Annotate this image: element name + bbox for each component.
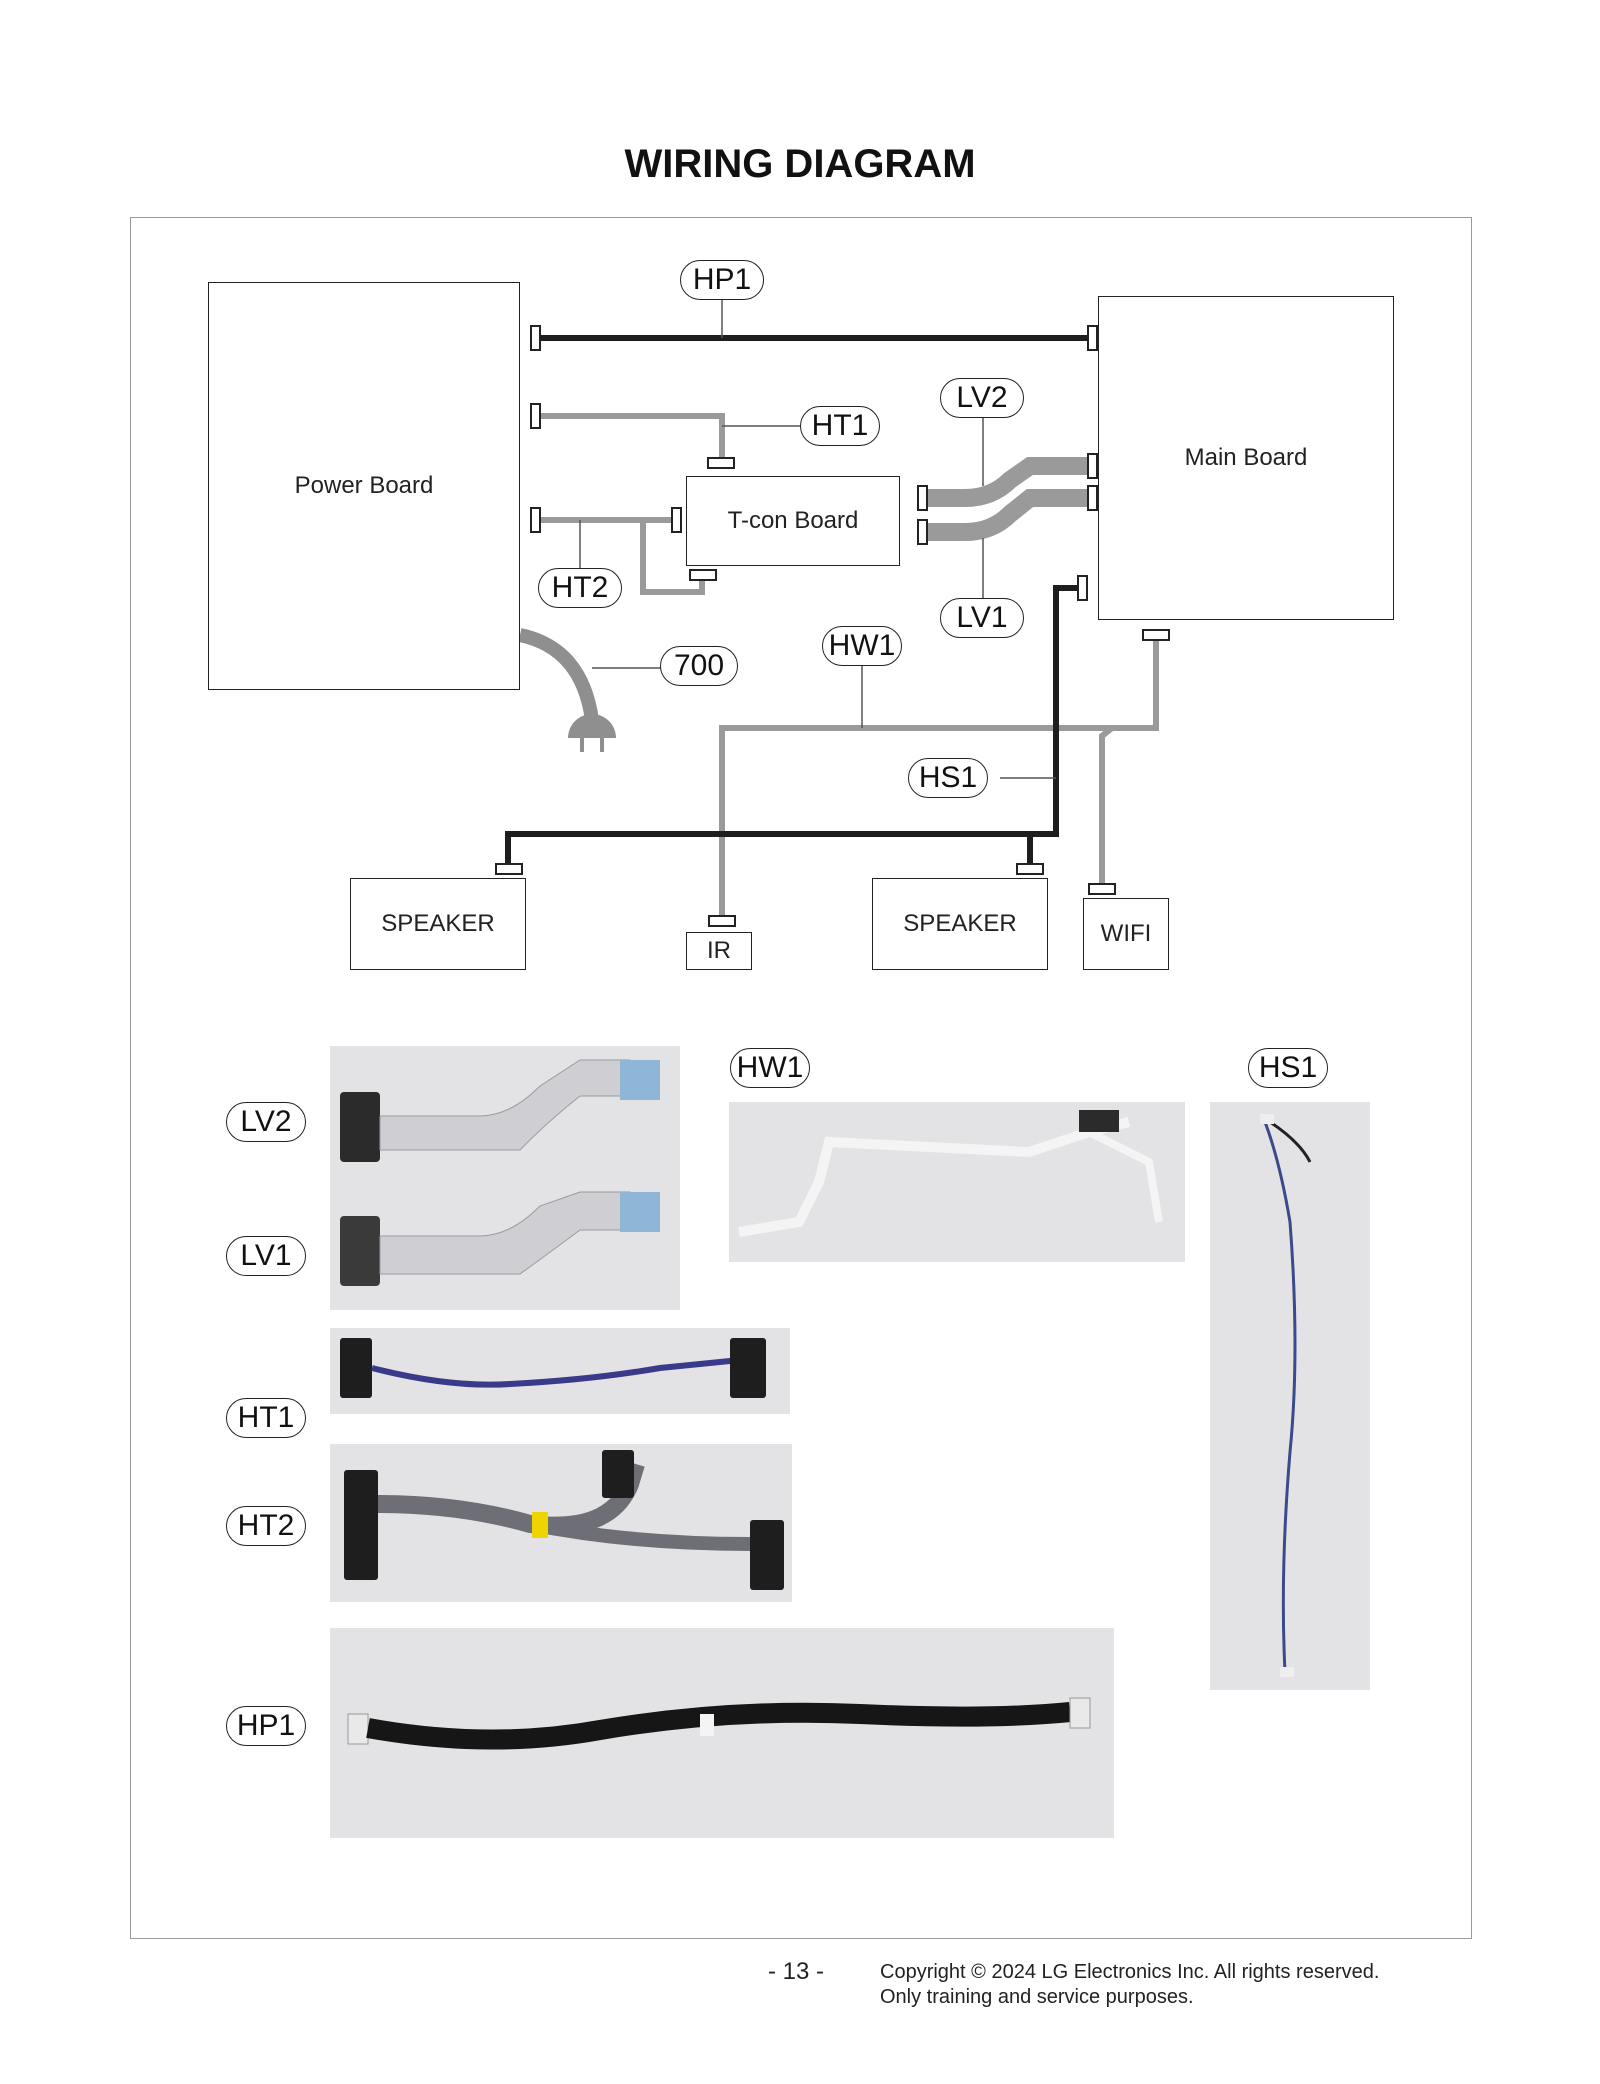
tcon-board-label: T-con Board [727, 507, 859, 534]
photo-hs1 [1210, 1102, 1370, 1690]
hs1-cable-illustration [1260, 1114, 1312, 1677]
purpose-line: Only training and service purposes. [880, 1986, 1194, 2008]
hw1-cable-illustration [738, 1110, 1163, 1237]
photo-label-hp1: HP1 [226, 1706, 306, 1746]
page-number: - 13 - [768, 1958, 825, 1985]
diagram-frame [130, 217, 1472, 1939]
wifi-label: WIFI [1100, 920, 1152, 947]
page-title: WIRING DIAGRAM [624, 142, 976, 186]
photo-label-ht2: HT2 [226, 1506, 306, 1546]
ht1-cable-illustration [340, 1338, 766, 1398]
label-ht1: HT1 [800, 406, 880, 446]
photo-label-hw1: HW1 [730, 1048, 810, 1088]
photo-label-lv1: LV1 [226, 1236, 306, 1276]
wifi-box: WIFI [1083, 898, 1169, 970]
photo-label-hs1: HS1 [1248, 1048, 1328, 1088]
speaker-right-label: SPEAKER [903, 910, 1017, 937]
ht2-cable-illustration [344, 1450, 784, 1590]
photo-hp1 [330, 1628, 1114, 1838]
speaker-left-label: SPEAKER [381, 910, 495, 937]
tcon-board: T-con Board [686, 476, 900, 566]
photo-ht1 [330, 1328, 790, 1414]
photo-hw1 [729, 1102, 1185, 1262]
hp1-cable-illustration [347, 1697, 1091, 1750]
photo-label-lv2: LV2 [226, 1102, 306, 1142]
speaker-left: SPEAKER [350, 878, 526, 970]
power-board: Power Board [208, 282, 520, 690]
ir-box: IR [686, 932, 752, 970]
power-board-label: Power Board [294, 472, 434, 499]
main-board: Main Board [1098, 296, 1394, 620]
photo-lv2-lv1 [330, 1046, 680, 1310]
photo-ht2 [330, 1444, 792, 1602]
label-lv2: LV2 [940, 378, 1024, 418]
ir-label: IR [707, 937, 731, 964]
label-hw1: HW1 [822, 626, 902, 666]
label-hs1: HS1 [908, 758, 988, 798]
label-ht2: HT2 [538, 568, 622, 608]
copyright-notice: Copyright © 2024 LG Electronics Inc. All… [880, 1960, 1379, 2010]
label-hp1: HP1 [680, 260, 764, 300]
speaker-right: SPEAKER [872, 878, 1048, 970]
copyright-line: Copyright © 2024 LG Electronics Inc. All… [880, 1961, 1380, 1983]
main-board-label: Main Board [1184, 444, 1308, 471]
photo-label-ht1: HT1 [226, 1398, 306, 1438]
label-power-cord-700: 700 [660, 646, 738, 686]
label-lv1: LV1 [940, 598, 1024, 638]
lv-cables-illustration [340, 1059, 660, 1286]
